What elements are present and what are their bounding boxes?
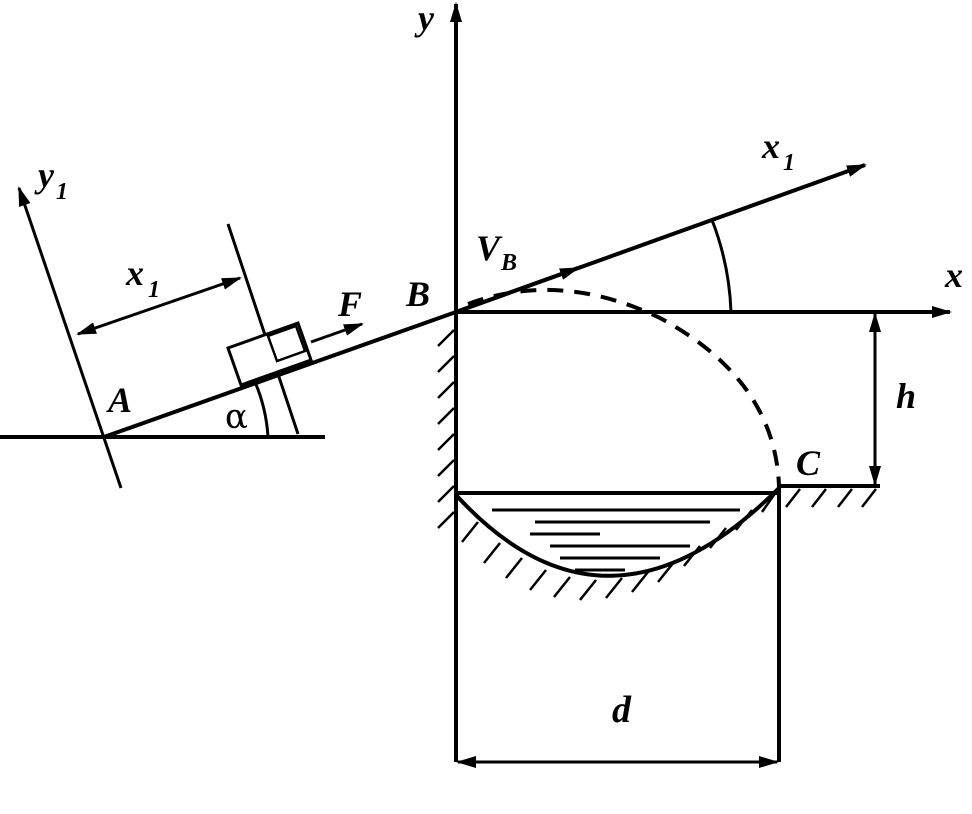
- svg-text:x: x: [761, 126, 780, 166]
- vb-velocity-arrow: [455, 266, 580, 314]
- x1-dimension-arrow: [76, 276, 242, 336]
- wall-hatching: [437, 329, 455, 529]
- alpha-arc: [253, 381, 270, 438]
- svg-text:y: y: [34, 155, 55, 195]
- force-f-label: F: [337, 284, 362, 324]
- force-arrow: [310, 322, 364, 344]
- x-axis-label: x: [944, 255, 963, 295]
- svg-text:1: 1: [56, 179, 68, 205]
- block-inner: [266, 324, 307, 363]
- d-dimension-label: d: [612, 689, 632, 731]
- svg-text:1: 1: [783, 150, 795, 176]
- ground-c-hatching: [785, 488, 877, 508]
- x1-axis-label: x 1: [761, 126, 795, 176]
- velocity-vb-label: V B: [476, 228, 517, 276]
- block-normal-line: [226, 223, 300, 435]
- x1-dimension-label: x 1: [125, 253, 160, 303]
- point-c-label: C: [796, 443, 821, 483]
- pit-hatching: [461, 491, 778, 601]
- x1-angle-arc: [710, 219, 733, 313]
- y1-axis: [17, 186, 123, 489]
- point-a-label: A: [106, 380, 132, 420]
- svg-text:V: V: [476, 228, 503, 268]
- alpha-angle-label: α: [225, 397, 248, 437]
- pit-bowl: [454, 486, 781, 578]
- point-b-label: B: [405, 274, 430, 314]
- svg-text:B: B: [500, 250, 517, 276]
- svg-text:1: 1: [148, 277, 160, 303]
- trajectory-dashed: [467, 287, 781, 487]
- svg-text:x: x: [125, 253, 144, 293]
- y1-axis-label: y 1: [34, 155, 68, 205]
- inclined-plane: [103, 310, 457, 439]
- h-dimension-label: h: [896, 376, 916, 416]
- y-axis-label: y: [414, 0, 435, 38]
